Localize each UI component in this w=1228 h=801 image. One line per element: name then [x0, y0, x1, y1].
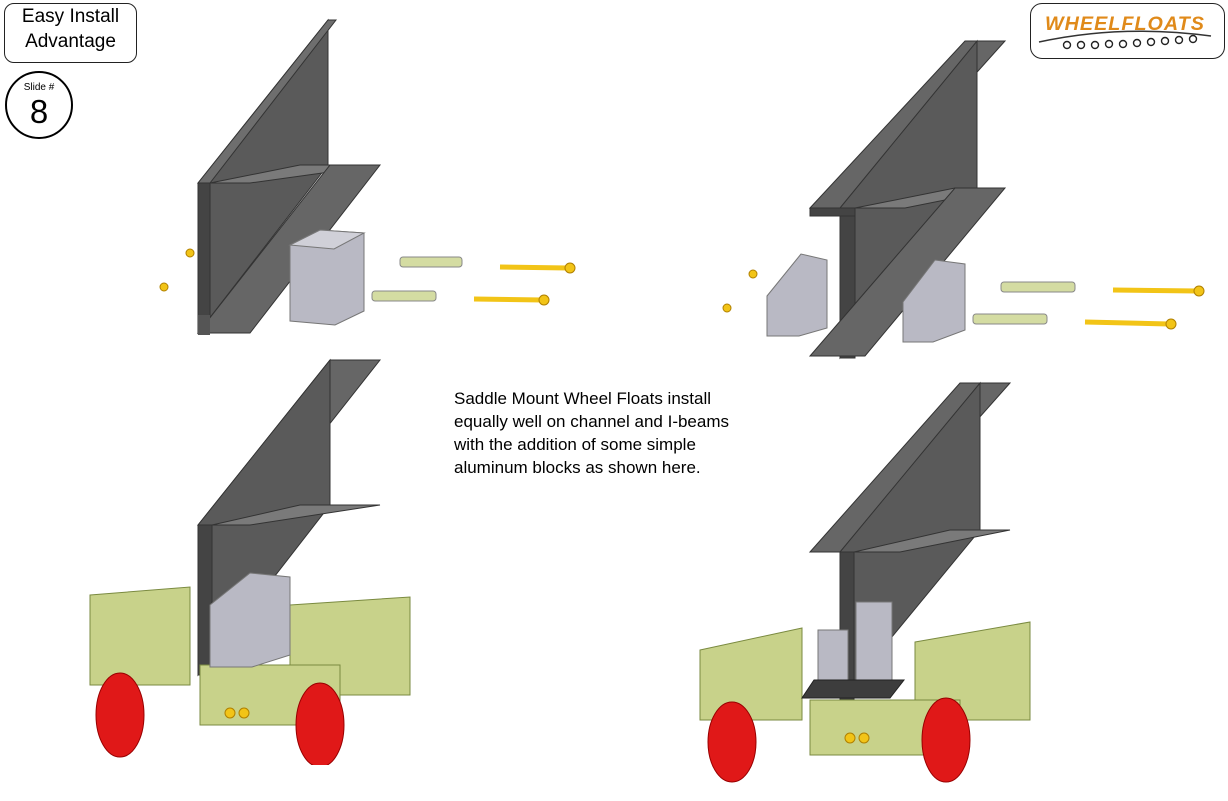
title-line-1: Easy Install	[21, 6, 120, 27]
slide-number: 8	[29, 93, 49, 130]
ibeam-assembled-illustration	[699, 381, 1031, 783]
caption-line-2: equally well on channel and I-beams	[454, 412, 730, 431]
slide-title-box: Easy Install Advantage	[4, 3, 137, 63]
logo-wordmark: WHEELFLOATS	[1045, 14, 1205, 35]
caption-line-4: aluminum blocks as shown here.	[454, 458, 701, 477]
channel-beam-assembled-illustration	[89, 358, 411, 765]
caption-line-3: with the addition of some simple	[454, 435, 696, 454]
title-line-2: Advantage	[25, 31, 116, 52]
wheelfloats-logo-graphic: WHEELFLOATS	[1038, 14, 1212, 50]
wheelfloats-logo: WHEELFLOATS	[1030, 3, 1225, 59]
logo-wheels-icon	[1062, 34, 1198, 50]
ibeam-exploded-illustration	[722, 39, 1205, 360]
slide-number-badge: Slide # 8	[5, 71, 73, 139]
slide-number-label: Slide #	[23, 82, 55, 93]
caption-text: Saddle Mount Wheel Floats install equall…	[454, 387, 784, 479]
channel-beam-exploded-illustration	[159, 18, 576, 335]
caption-line-1: Saddle Mount Wheel Floats install	[454, 389, 712, 408]
